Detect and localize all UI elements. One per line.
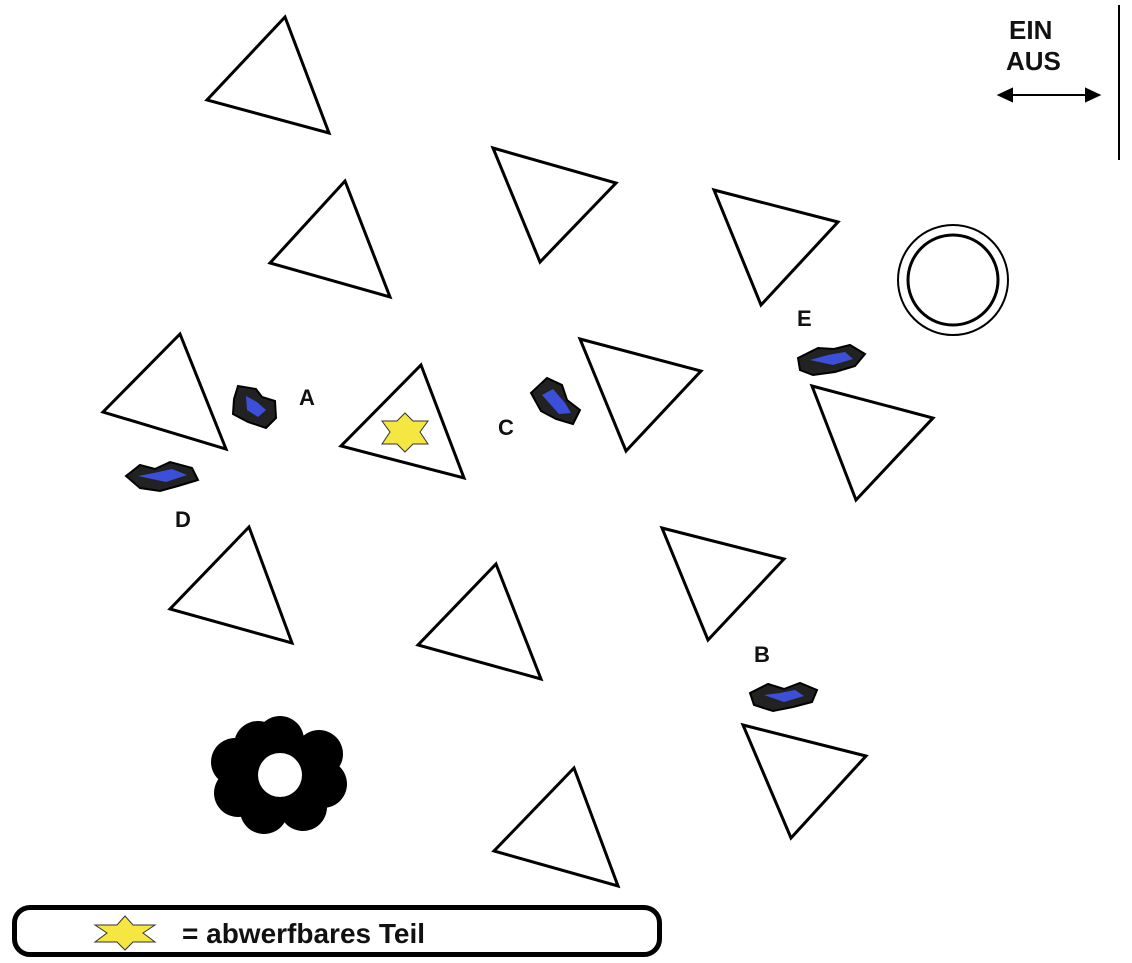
- black-flower-icon: [211, 716, 347, 834]
- switch-off-label: AUS: [1006, 46, 1061, 76]
- blue-piece-C: [531, 378, 580, 424]
- triangle-obstacle: [580, 339, 701, 451]
- legend-text: = abwerfbares Teil: [182, 918, 425, 950]
- label-A: A: [299, 385, 315, 411]
- label-D: D: [175, 507, 191, 533]
- blue-piece-B: [750, 683, 817, 711]
- label-C: C: [498, 415, 514, 441]
- triangle-obstacle: [743, 725, 866, 838]
- legend-box: = abwerfbares Teil: [12, 905, 662, 957]
- blue-piece-E: [798, 345, 865, 375]
- label-B: B: [754, 642, 770, 668]
- double-arrow-icon: [999, 89, 1099, 101]
- legend-star-icon: [89, 915, 169, 951]
- triangle-obstacle: [170, 527, 292, 643]
- triangle-obstacle: [493, 148, 616, 262]
- triangle-obstacle: [418, 564, 541, 679]
- blue-piece-D: [126, 462, 198, 491]
- triangle-obstacle: [270, 181, 390, 297]
- switch-on-label: EIN: [1009, 15, 1052, 45]
- double-ring-icon: [898, 225, 1008, 335]
- blue-piece-A: [233, 386, 276, 428]
- triangle-obstacle: [207, 17, 329, 133]
- triangle-obstacle: [494, 768, 618, 886]
- triangle-obstacle: [812, 386, 933, 500]
- triangle-obstacle: [662, 528, 784, 640]
- label-E: E: [797, 306, 812, 332]
- triangle-obstacle: [714, 190, 838, 305]
- triangle-obstacle: [103, 334, 226, 449]
